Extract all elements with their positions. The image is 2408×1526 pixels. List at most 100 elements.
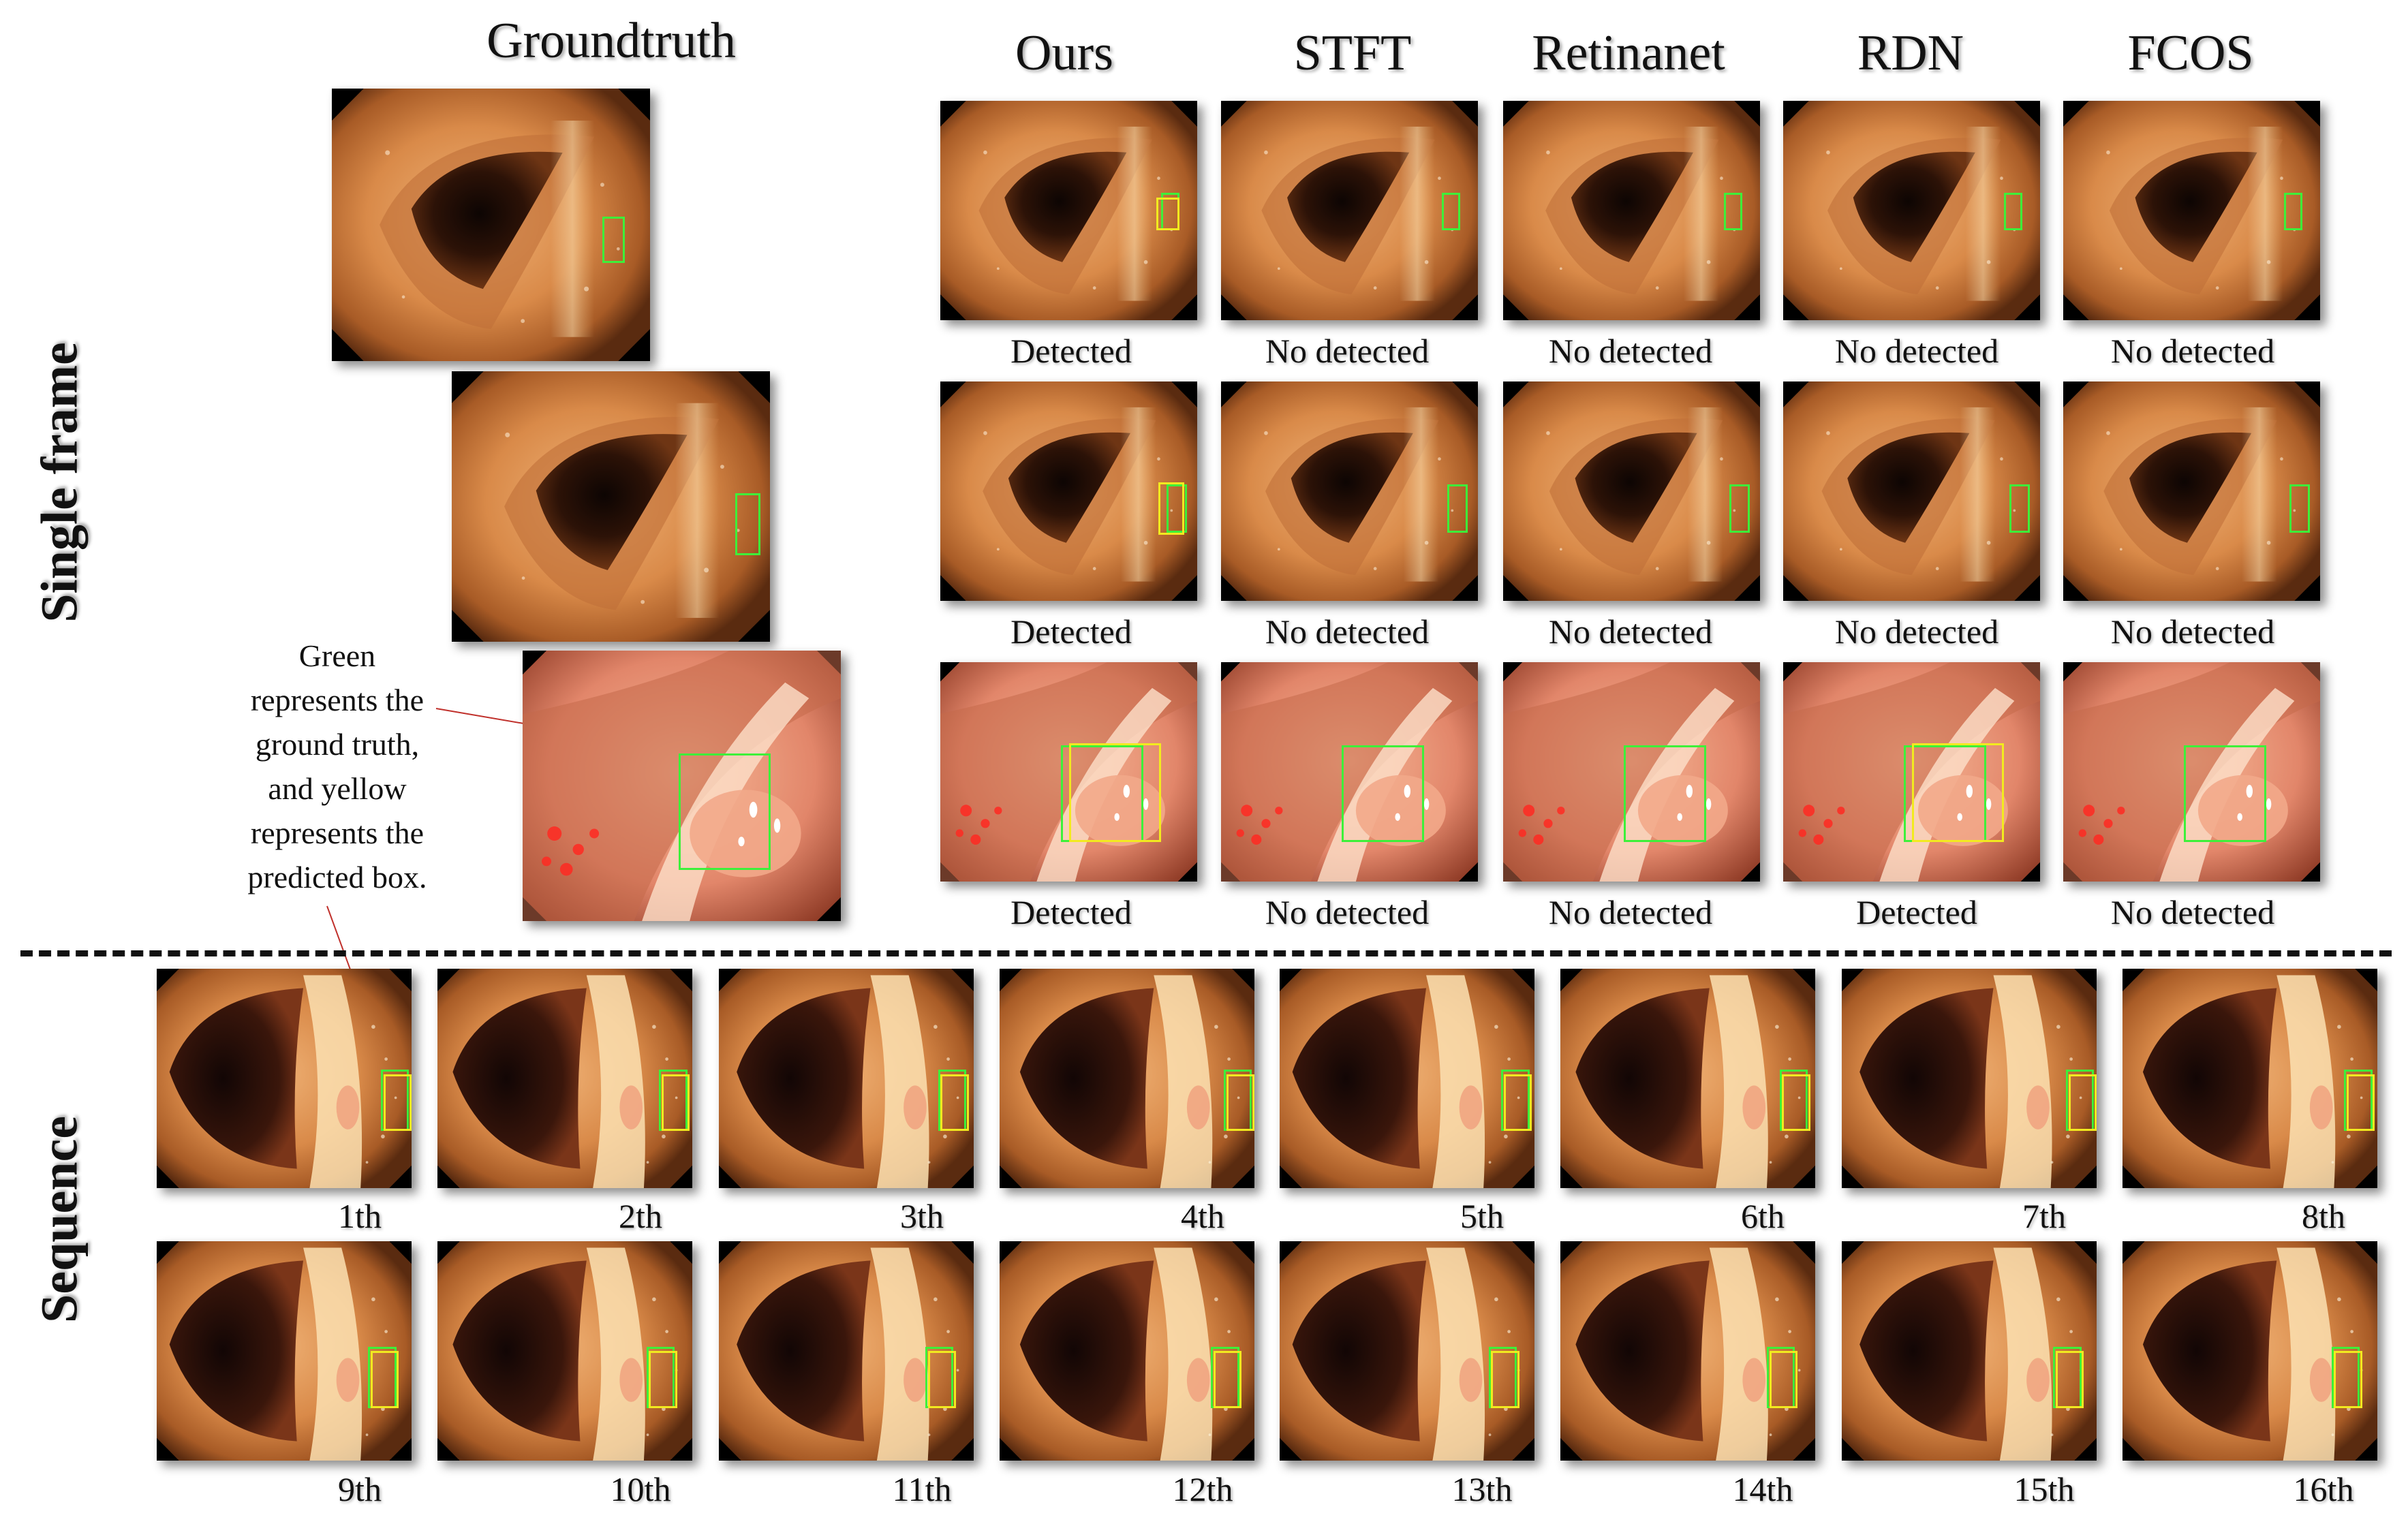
sequence-label-10: 10th — [610, 1470, 671, 1508]
sequence-frame-14 — [1560, 1241, 1815, 1461]
sequence-frame-10 — [437, 1241, 692, 1461]
sequence-frame-7 — [1842, 969, 2097, 1188]
predicted-box — [1911, 743, 2005, 843]
method-header-fcos: FCOS — [2127, 25, 2254, 81]
groundtruth-image-3 — [523, 651, 841, 921]
result-image-row3-col2 — [1221, 662, 1478, 882]
predicted-box — [1158, 482, 1185, 535]
result-label-row2-col2: No detected — [1265, 612, 1430, 651]
sequence-frame-15 — [1842, 1241, 2097, 1461]
sequence-label-6: 6th — [1741, 1197, 1785, 1235]
section-divider — [20, 950, 2392, 956]
sequence-label-14: 14th — [1732, 1470, 1793, 1508]
ground-truth-box — [1442, 193, 1460, 230]
note-line: represents the — [250, 815, 425, 850]
ground-truth-box — [2184, 745, 2266, 843]
predicted-box — [1782, 1074, 1810, 1132]
ground-truth-box — [2004, 193, 2022, 230]
sequence-frame-3 — [719, 969, 974, 1188]
result-image-row1-col3 — [1503, 101, 1760, 320]
sequence-label-2: 2th — [619, 1197, 662, 1235]
result-image-row3-col5 — [2063, 662, 2320, 882]
sequence-frame-1 — [157, 969, 412, 1188]
predicted-box — [649, 1351, 677, 1408]
groundtruth-image-2 — [452, 371, 770, 642]
ground-truth-box — [1447, 484, 1468, 533]
predicted-box — [927, 1351, 956, 1408]
sequence-label-4: 4th — [1181, 1197, 1224, 1235]
sequence-frame-2 — [437, 969, 692, 1188]
sequence-label-8: 8th — [2302, 1197, 2345, 1235]
predicted-box — [371, 1351, 399, 1408]
sequence-frame-11 — [719, 1241, 974, 1461]
predicted-box — [2347, 1074, 2375, 1132]
result-image-row3-col1 — [940, 662, 1197, 882]
result-label-row1-col4: No detected — [1834, 332, 1999, 370]
groundtruth-image-1 — [332, 89, 650, 361]
result-label-row2-col5: No detected — [2110, 612, 2275, 651]
ground-truth-box — [2009, 484, 2030, 533]
side-label-single-frame: Single frame — [31, 342, 89, 623]
ground-truth-box — [602, 217, 625, 263]
predicted-box — [383, 1074, 412, 1132]
result-image-row2-col2 — [1221, 382, 1478, 601]
result-image-row3-col3 — [1503, 662, 1760, 882]
method-header-stft: STFT — [1293, 25, 1412, 81]
sequence-frame-6 — [1560, 969, 1815, 1188]
result-image-row1-col2 — [1221, 101, 1478, 320]
result-label-row2-col4: No detected — [1834, 612, 1999, 651]
predicted-box — [2334, 1351, 2362, 1408]
method-header-rdn: RDN — [1857, 25, 1964, 81]
sequence-frame-13 — [1280, 1241, 1534, 1461]
result-label-row2-col3: No detected — [1548, 612, 1713, 651]
predicted-box — [2068, 1074, 2097, 1132]
sequence-label-11: 11th — [892, 1470, 952, 1508]
note-line: and yellow — [268, 771, 407, 806]
result-image-row2-col5 — [2063, 382, 2320, 601]
ground-truth-box — [1166, 484, 1187, 533]
sequence-label-5: 5th — [1460, 1197, 1504, 1235]
method-header-retinanet: Retinanet — [1532, 25, 1725, 81]
result-label-row1-col2: No detected — [1265, 332, 1430, 370]
result-label-row1-col5: No detected — [2110, 332, 2275, 370]
note-line: represents the — [250, 683, 425, 717]
ground-truth-box — [678, 753, 771, 870]
result-label-row3-col1: Detected — [1010, 893, 1132, 931]
sequence-frame-4 — [1000, 969, 1254, 1188]
groundtruth-header: Groundtruth — [487, 13, 736, 69]
result-image-row1-col1 — [940, 101, 1197, 320]
predicted-box — [2056, 1351, 2084, 1408]
ground-truth-box — [735, 493, 760, 555]
result-image-row3-col4 — [1783, 662, 2040, 882]
predicted-box — [1156, 197, 1179, 230]
ground-truth-box — [2289, 484, 2310, 533]
predicted-box — [1214, 1351, 1242, 1408]
ground-truth-box — [1729, 484, 1750, 533]
predicted-box — [1068, 743, 1162, 843]
legend-note: Green represents the ground truth, and y… — [247, 634, 427, 899]
side-label-sequence: Sequence — [31, 1116, 89, 1323]
method-header-ours: Ours — [1015, 25, 1113, 81]
sequence-frame-12 — [1000, 1241, 1254, 1461]
note-line: ground truth, — [255, 727, 420, 762]
note-line: Green — [298, 638, 376, 673]
sequence-label-12: 12th — [1172, 1470, 1233, 1508]
result-label-row3-col3: No detected — [1548, 893, 1713, 931]
sequence-frame-5 — [1280, 969, 1534, 1188]
predicted-box — [1769, 1351, 1797, 1408]
sequence-frame-16 — [2123, 1241, 2377, 1461]
sequence-label-3: 3th — [900, 1197, 944, 1235]
sequence-frame-8 — [2123, 969, 2377, 1188]
result-image-row1-col4 — [1783, 101, 2040, 320]
ground-truth-box — [1342, 745, 1424, 843]
sequence-label-9: 9th — [338, 1470, 382, 1508]
ground-truth-box — [2284, 193, 2302, 230]
sequence-label-13: 13th — [1451, 1470, 1513, 1508]
result-label-row1-col1: Detected — [1010, 332, 1132, 370]
predicted-box — [1504, 1074, 1532, 1132]
sequence-label-16: 16th — [2293, 1470, 2354, 1508]
ground-truth-box — [1724, 193, 1742, 230]
result-label-row2-col1: Detected — [1010, 612, 1132, 651]
ground-truth-box — [1624, 745, 1706, 843]
